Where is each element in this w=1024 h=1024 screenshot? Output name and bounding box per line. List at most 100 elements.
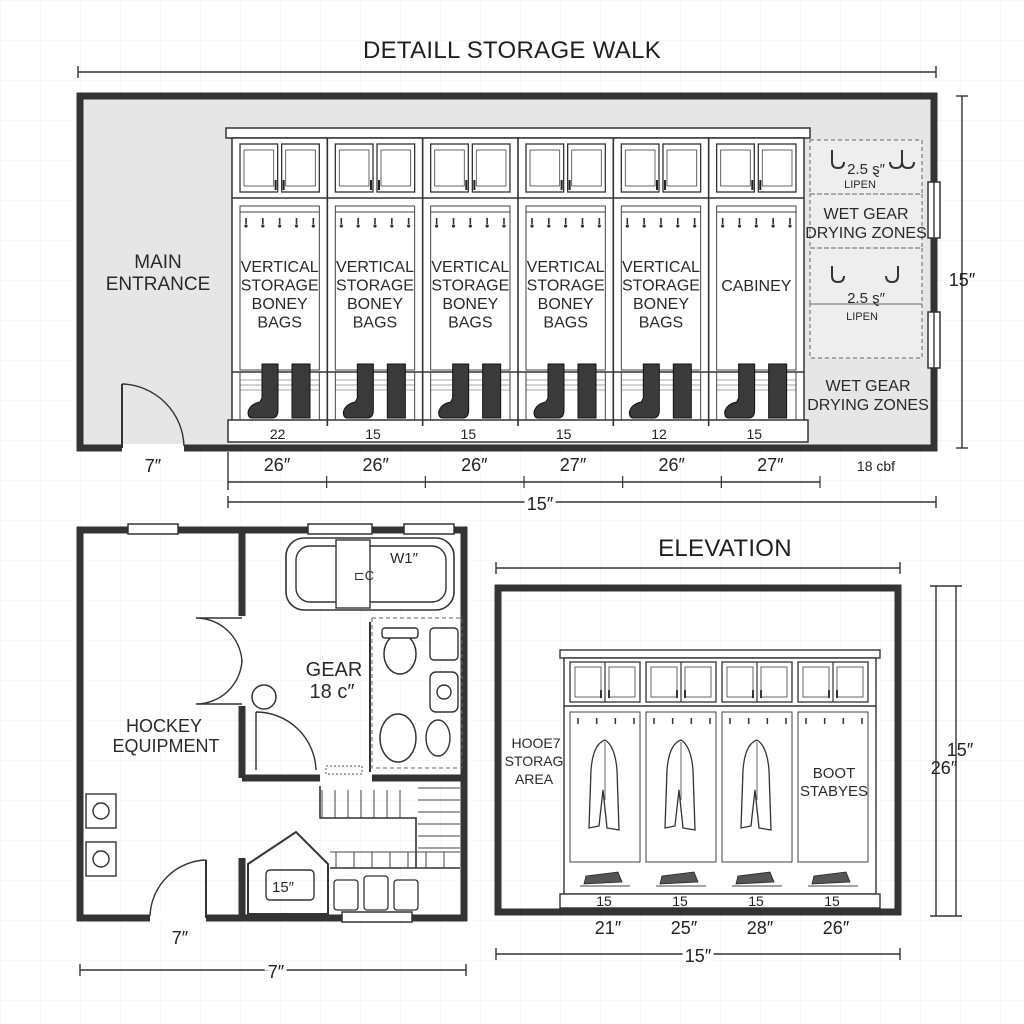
bay-label: VERTICAL bbox=[336, 259, 414, 276]
shoe-icon bbox=[735, 871, 775, 885]
boot-icon bbox=[247, 363, 279, 419]
gear-room-door[interactable] bbox=[251, 684, 317, 771]
elev-width: 25″ bbox=[671, 918, 698, 938]
cabinet-door[interactable] bbox=[567, 143, 606, 193]
cabinet-door[interactable] bbox=[525, 143, 565, 193]
cabinet-door[interactable] bbox=[376, 143, 416, 193]
elev-bench-number: 15 bbox=[748, 893, 764, 909]
elevation-bay-4: 15 bbox=[797, 661, 869, 909]
cabinet-door[interactable] bbox=[334, 143, 374, 193]
cabinet-door[interactable] bbox=[471, 143, 511, 193]
gear-label-2: 18 c″ bbox=[310, 681, 355, 703]
bay-width: 26″ bbox=[362, 455, 389, 475]
bench-number: 15 bbox=[461, 426, 477, 442]
drying-zone-label-1a: WET GEAR bbox=[823, 206, 908, 223]
floorplan-windows bbox=[127, 523, 455, 923]
bay-label: STORAGE bbox=[431, 278, 509, 295]
bay-label: STORAGE bbox=[622, 278, 700, 295]
total-dim: 15″ bbox=[527, 494, 554, 514]
boot-icon bbox=[577, 363, 597, 419]
drying-hooks-mid bbox=[831, 266, 899, 284]
tub-sub: ⊏C bbox=[354, 568, 374, 583]
bench-number: 15 bbox=[365, 426, 381, 442]
drying-zone2-size: 2.5 ȿ″ bbox=[847, 290, 886, 307]
bay-width: 26″ bbox=[461, 455, 488, 475]
elev-width: 21″ bbox=[595, 918, 622, 938]
drying-zone-label-1b: DRYING ZONES bbox=[805, 225, 927, 242]
elevation-frame bbox=[494, 584, 902, 916]
tub-label: W1″ bbox=[390, 550, 419, 567]
boot-icon bbox=[628, 363, 660, 419]
bay-label: VERTICAL bbox=[241, 259, 319, 276]
hockey-label-1: HOCKEY bbox=[126, 716, 202, 736]
gear-zone-dashed bbox=[371, 617, 463, 769]
top-dimension-line bbox=[77, 66, 937, 78]
shoe-icon bbox=[811, 871, 851, 885]
cbf-note: 18 cbf bbox=[857, 458, 895, 474]
elevation-bay-1: 15 bbox=[569, 661, 641, 909]
entrance-label-2: ENTRANCE bbox=[106, 274, 211, 295]
bay-label: VERTICAL bbox=[527, 259, 605, 276]
drying-zone-area bbox=[809, 139, 923, 359]
bench-number: 12 bbox=[651, 426, 667, 442]
elev-width: 26″ bbox=[823, 918, 850, 938]
sinks bbox=[429, 627, 459, 713]
toilets bbox=[379, 627, 451, 763]
elev-bench-number: 15 bbox=[672, 893, 688, 909]
elevation-top-dim bbox=[495, 562, 901, 574]
plan-walls bbox=[76, 92, 938, 452]
bay-width: 27″ bbox=[560, 455, 587, 475]
bay-label: BAGS bbox=[639, 315, 683, 332]
floorplan-bottom-dim: 7″ bbox=[172, 928, 189, 948]
drying-zone-label-2b: DRYING ZONES bbox=[807, 397, 929, 414]
bay-label: VERTICAL bbox=[431, 259, 509, 276]
jacket-icon bbox=[664, 739, 696, 831]
boot-icon bbox=[768, 363, 788, 419]
elevation-title: ELEVATION bbox=[658, 535, 792, 562]
main-entrance-door[interactable] bbox=[121, 383, 185, 452]
cabinet-door[interactable] bbox=[239, 143, 279, 193]
bay-label: BAGS bbox=[543, 315, 587, 332]
bay-label: STORAGE bbox=[527, 278, 605, 295]
floorplan-overall-dim-line bbox=[79, 964, 467, 976]
hockey-room-double-door[interactable] bbox=[195, 616, 246, 706]
cabinet-door[interactable] bbox=[716, 143, 755, 193]
cabinet-door[interactable] bbox=[430, 143, 469, 193]
elevation-bay-3: 15 bbox=[721, 661, 793, 909]
plan-title: DETAILL STORAGE WALK bbox=[363, 37, 661, 64]
hockey-label-2: EQUIPMENT bbox=[112, 736, 219, 756]
cabinet-door[interactable] bbox=[662, 143, 702, 193]
boot-bins bbox=[333, 875, 419, 911]
plan-right-dim: 15″ bbox=[949, 270, 976, 290]
jacket-icon bbox=[740, 739, 772, 831]
elevation-bay-2: 15 bbox=[645, 661, 717, 909]
hockey-room-door[interactable] bbox=[149, 859, 207, 922]
shoe-icon bbox=[659, 871, 699, 885]
bench-number: 15 bbox=[747, 426, 763, 442]
boot-icon bbox=[724, 363, 756, 419]
elevation-bottom-dim bbox=[495, 948, 901, 960]
total-dim-line bbox=[227, 496, 937, 508]
elev-right-dim-b: 26″ bbox=[931, 758, 958, 778]
floorplan-overall-dim: 7″ bbox=[268, 962, 285, 982]
cabinet-door[interactable] bbox=[620, 143, 660, 193]
bay-label: BAGS bbox=[353, 315, 397, 332]
bench-number: 22 bbox=[270, 426, 286, 442]
cabinet-door[interactable] bbox=[281, 143, 320, 193]
boot-icon bbox=[482, 363, 502, 419]
plan-right-dimension bbox=[956, 95, 968, 449]
bay-width: 27″ bbox=[757, 455, 784, 475]
bay-label: STORAGE bbox=[336, 278, 414, 295]
plan-right-windows bbox=[927, 181, 941, 369]
elev-right-dim-a: 15″ bbox=[947, 740, 974, 760]
boot-icon bbox=[672, 363, 692, 419]
bay-label: BAGS bbox=[448, 315, 492, 332]
cabinet-door[interactable] bbox=[757, 143, 797, 193]
